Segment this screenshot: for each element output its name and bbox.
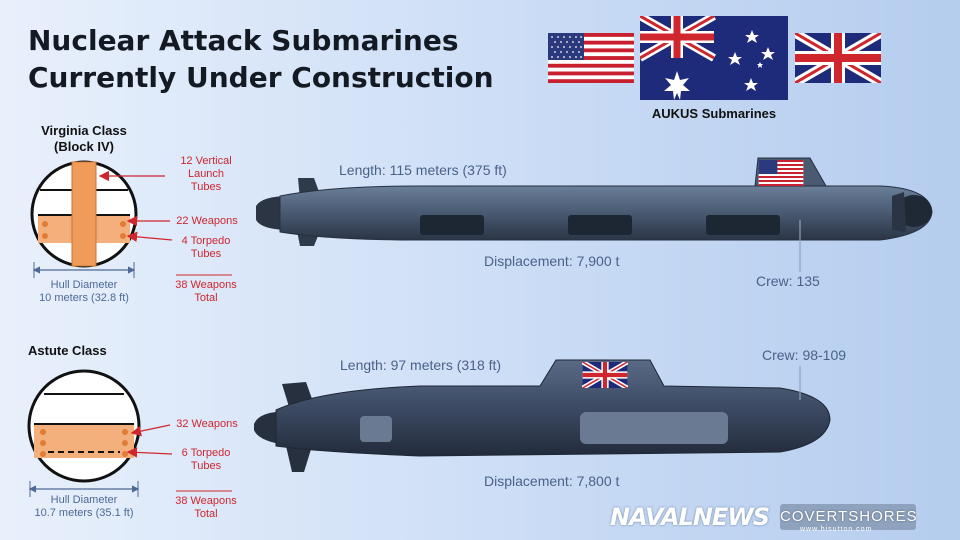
virginia-class-name: Virginia Class xyxy=(41,123,127,138)
astute-class-title: Astute Class xyxy=(28,343,128,359)
astute-weapons-label: 32 Weapons xyxy=(176,418,238,430)
virginia-weapons-label: 22 Weapons xyxy=(176,215,238,227)
astute-hull-diameter: Hull Diameter 10.7 meters (35.1 ft) xyxy=(14,494,154,520)
united-kingdom-flag-on-sail xyxy=(582,362,628,388)
astute-total-line2: Total xyxy=(194,508,218,520)
virginia-hull-line2: 10 meters (32.8 ft) xyxy=(39,292,129,304)
astute-torpedo-label: 6 Torpedo Tubes xyxy=(166,447,246,473)
astute-displacement: Displacement: 7,800 t xyxy=(484,473,620,489)
virginia-displacement: Displacement: 7,900 t xyxy=(484,253,620,269)
astute-total-line1: 38 Weapons xyxy=(175,495,237,507)
astute-length: Length: 97 meters (318 ft) xyxy=(340,357,502,373)
australia-flag xyxy=(640,16,788,100)
virginia-hull-line1: Hull Diameter xyxy=(50,279,118,291)
virginia-hull-diameter: Hull Diameter 10 meters (32.8 ft) xyxy=(20,279,148,305)
virginia-crew: Crew: 135 xyxy=(756,273,820,289)
virginia-torpedo-label: 4 Torpedo Tubes xyxy=(166,235,246,261)
united-states-flag xyxy=(548,33,634,83)
navalnews-logo[interactable]: NAVALNEWS xyxy=(610,503,770,531)
virginia-class-block: (Block IV) xyxy=(54,139,114,154)
covertshores-logo[interactable]: COVERTSHORES xyxy=(780,504,917,530)
astute-hull-line1: Hull Diameter xyxy=(50,494,118,506)
astute-total-label: 38 Weapons Total xyxy=(164,495,248,521)
aukus-label: AUKUS Submarines xyxy=(651,106,777,121)
virginia-vls-line2: Launch xyxy=(187,168,225,180)
virginia-total-line2: Total xyxy=(194,292,218,304)
virginia-vls-label: 12 Vertical Launch Tubes xyxy=(166,155,246,194)
astute-torpedo-line1: 6 Torpedo xyxy=(181,447,231,459)
covertshores-url[interactable]: www.hisutton.com xyxy=(800,526,873,533)
virginia-class-title: Virginia Class (Block IV) xyxy=(20,123,148,155)
virginia-total-line1: 38 Weapons xyxy=(175,279,237,291)
virginia-length: Length: 115 meters (375 ft) xyxy=(339,162,507,178)
virginia-torpedo-line1: 4 Torpedo xyxy=(181,235,231,247)
virginia-vls-line1: 12 Vertical xyxy=(180,155,232,167)
united-kingdom-flag xyxy=(795,33,881,83)
virginia-vls-line3: Tubes xyxy=(190,181,222,193)
astute-crew: Crew: 98-109 xyxy=(762,347,847,363)
united-states-flag-on-sail xyxy=(758,160,804,186)
astute-class-name: Astute Class xyxy=(28,343,107,358)
page-title: Nuclear Attack Submarines Currently Unde… xyxy=(28,24,494,94)
astute-hull-line2: 10.7 meters (35.1 ft) xyxy=(34,507,134,519)
astute-torpedo-line2: Tubes xyxy=(190,460,222,472)
virginia-torpedo-line2: Tubes xyxy=(190,248,222,260)
virginia-total-label: 38 Weapons Total xyxy=(164,279,248,305)
